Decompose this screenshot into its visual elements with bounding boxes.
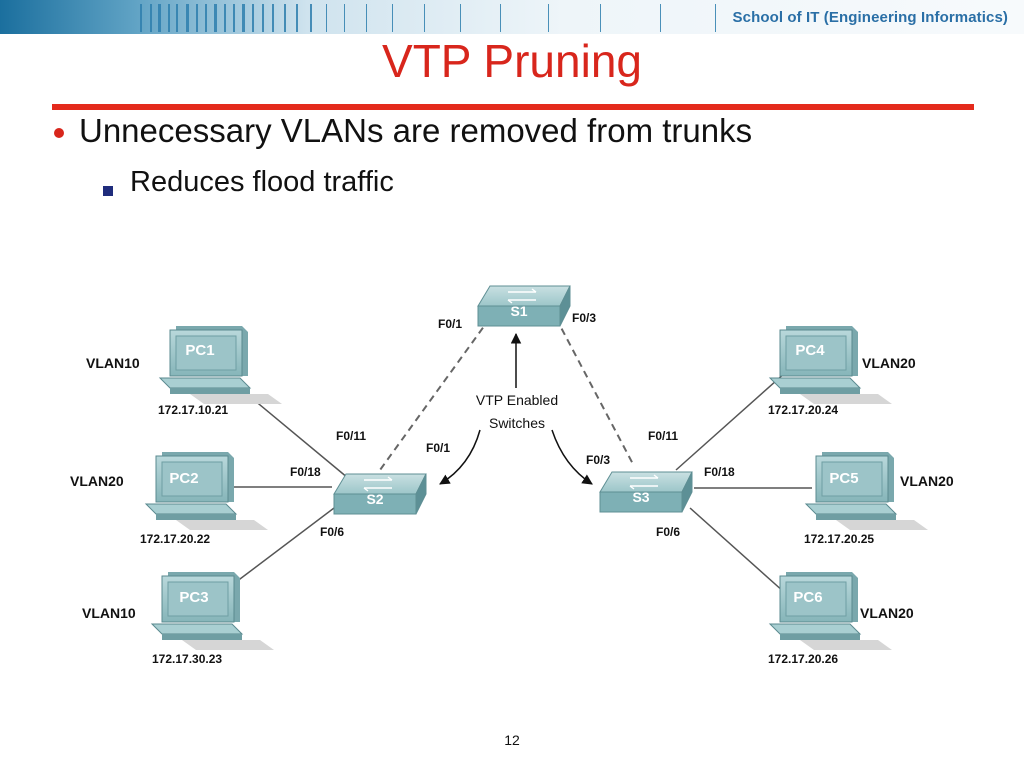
title-rule [52, 104, 974, 110]
port-s1-f01: F0/1 [438, 317, 462, 331]
pc1-name: PC1 [185, 342, 214, 359]
pc6-name: PC6 [793, 589, 822, 606]
pc5-name: PC5 [829, 470, 858, 487]
port-s3-f06: F0/6 [656, 525, 680, 539]
port-s3-f018: F0/18 [704, 465, 735, 479]
pc4-vlan: VLAN20 [862, 355, 916, 371]
pc3-name: PC3 [179, 589, 208, 606]
pc4-name: PC4 [795, 342, 825, 359]
pc1-ip: 172.17.10.21 [158, 403, 228, 417]
pc4-ip: 172.17.20.24 [768, 403, 838, 417]
pc3-icon [151, 571, 275, 651]
pc5-vlan: VLAN20 [900, 473, 954, 489]
pc5-ip: 172.17.20.25 [804, 532, 874, 546]
callout-line2: Switches [489, 415, 545, 431]
pc2-icon [145, 451, 269, 531]
port-s2-f018: F0/18 [290, 465, 321, 479]
trunk-s1-s2 [379, 317, 491, 471]
bullet-level2: Reduces flood traffic [130, 166, 394, 198]
trunk-s1-s3 [555, 317, 635, 467]
link-pc6-s3 [689, 507, 785, 593]
pc6-ip: 172.17.20.26 [768, 652, 838, 666]
pc2-ip: 172.17.20.22 [140, 532, 210, 546]
pc3-vlan: VLAN10 [82, 605, 136, 621]
port-s2-f01: F0/1 [426, 441, 450, 455]
header-banner [0, 0, 1024, 34]
pc2-name: PC2 [169, 470, 198, 487]
port-s3-f011: F0/11 [648, 429, 678, 443]
port-s1-f03: F0/3 [572, 311, 596, 325]
slide-title: VTP Pruning [382, 35, 642, 87]
switch-s2-label: S2 [366, 491, 383, 507]
link-pc3-s2 [227, 504, 339, 589]
pc6-vlan: VLAN20 [860, 605, 914, 621]
port-s2-f06: F0/6 [320, 525, 344, 539]
bullet-level1: Unnecessary VLANs are removed from trunk… [79, 112, 753, 149]
port-s3-f03: F0/3 [586, 453, 610, 467]
page-number: 12 [504, 732, 520, 748]
pc5-icon [805, 451, 929, 531]
square-bullet-icon [103, 186, 113, 196]
switch-s3-label: S3 [632, 489, 649, 505]
barcode-stripes [140, 4, 716, 32]
callout-line1: VTP Enabled [476, 392, 558, 408]
pc1-icon [159, 325, 283, 405]
pc3-ip: 172.17.30.23 [152, 652, 222, 666]
switch-s1-label: S1 [510, 303, 527, 319]
arrow-to-s3 [551, 429, 593, 485]
round-bullet-icon [54, 128, 64, 138]
pc1-vlan: VLAN10 [86, 355, 140, 371]
port-s2-f011: F0/11 [336, 429, 366, 443]
pc2-vlan: VLAN20 [70, 473, 124, 489]
institution-name: School of IT (Engineering Informatics) [732, 9, 1008, 26]
arrow-to-s2 [439, 429, 481, 485]
link-pc4-s3 [675, 371, 787, 471]
